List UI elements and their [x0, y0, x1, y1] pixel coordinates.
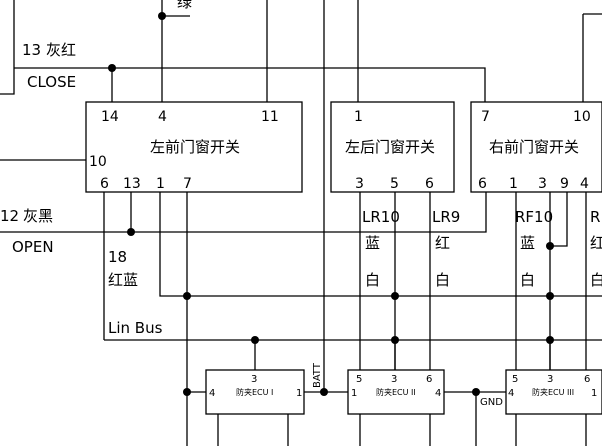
lr-pin-bottom-5: 5	[390, 176, 399, 192]
rf10-color-2: 白	[520, 271, 535, 289]
ecu3-name: 防夹ECU III	[532, 387, 574, 397]
rf-pin-top-7: 7	[481, 109, 490, 125]
junction-dot	[391, 292, 399, 300]
wire-13-signal: CLOSE	[27, 73, 76, 91]
lr-pin-top-1: 1	[354, 109, 363, 125]
junction-dot	[127, 228, 135, 236]
ecu3-pin-top-c: 6	[584, 374, 590, 385]
rf-switch-name: 右前门窗开关	[489, 138, 579, 156]
ecu3-box	[505, 369, 602, 415]
junction-dot	[183, 292, 191, 300]
r-color-1: 红	[590, 234, 602, 252]
ecu2-pin-top-c: 6	[426, 374, 432, 385]
rf10-label: RF10	[515, 208, 553, 226]
wire-12-open	[0, 192, 487, 233]
ecu1-name: 防夹ECU I	[236, 387, 273, 397]
wire-13-close	[14, 67, 486, 102]
lr9-color-1: 红	[435, 234, 450, 252]
lf-pin-bottom-6: 6	[100, 176, 109, 192]
ecu1-pin-right: 1	[296, 388, 302, 399]
ecu2-pin-left: 1	[351, 388, 357, 399]
wire-12-signal: OPEN	[12, 238, 54, 256]
rf-pin-top-10: 10	[573, 109, 591, 125]
wire-13-color: 灰红	[46, 41, 76, 59]
ecu2-box	[347, 369, 445, 415]
lr10-color-1: 蓝	[365, 234, 380, 252]
lf-pin-top-14: 14	[101, 109, 119, 125]
rf-pin-bottom-6: 6	[478, 176, 487, 192]
junction-dot	[108, 64, 116, 72]
lr-pin-bottom-6: 6	[425, 176, 434, 192]
ecu1-pin-left: 4	[209, 388, 215, 399]
junction-dot	[158, 12, 166, 20]
junction-dot	[546, 336, 554, 344]
lf-pin-bottom-13: 13	[123, 176, 141, 192]
lr-pin-bottom-3: 3	[355, 176, 364, 192]
junction-dot	[391, 336, 399, 344]
lf-pin-top-11: 11	[261, 109, 279, 125]
wire-rf-pin9	[550, 192, 568, 247]
gnd-label: GND	[480, 397, 503, 408]
lf-pin-bottom-1: 1	[156, 176, 165, 192]
junction-dot	[546, 242, 554, 250]
wire-12-num: 12	[0, 207, 19, 225]
ecu3-pin-top-a: 5	[512, 374, 518, 385]
wire-12-color: 灰黑	[23, 207, 53, 225]
lf-switch-name: 左前门窗开关	[150, 138, 240, 156]
lr9-color-2: 白	[435, 271, 450, 289]
lin-bus-label: Lin Bus	[108, 319, 163, 337]
wire-13-num: 13	[22, 41, 41, 59]
ecu1-box	[205, 369, 305, 415]
junction-dot	[183, 388, 191, 396]
lf-pin-bottom-7: 7	[183, 176, 192, 192]
junction-dot	[546, 292, 554, 300]
junction-dots	[108, 12, 554, 396]
ecu1-pin-top: 3	[251, 374, 257, 385]
lr10-color-2: 白	[365, 271, 380, 289]
wire-left-bracket	[0, 0, 15, 95]
wire-18-num: 18	[108, 248, 127, 266]
rf-pin-bottom-4: 4	[580, 176, 589, 192]
ecu3-pin-left: 4	[508, 388, 514, 399]
right-front-switch-box	[470, 101, 602, 193]
ecu2-pin-right: 4	[435, 388, 441, 399]
batt-label: BATT	[312, 362, 323, 388]
lf-pin-top-4: 4	[158, 109, 167, 125]
rf-pin-bottom-3: 3	[538, 176, 547, 192]
junction-dot	[251, 336, 259, 344]
lr10-label: LR10	[362, 208, 400, 226]
wire-top-color: 绿	[177, 0, 192, 11]
rf-pin-bottom-1: 1	[509, 176, 518, 192]
wire-lf-pin1	[159, 192, 602, 297]
rf10-color-1: 蓝	[520, 234, 535, 252]
rf-pin-bottom-9: 9	[560, 176, 569, 192]
ecu3-pin-right: 1	[591, 388, 597, 399]
r-color-2: 白	[590, 271, 602, 289]
junction-dot	[472, 388, 480, 396]
wire-18-color: 红蓝	[108, 271, 138, 289]
r-cut-label: R	[590, 208, 600, 226]
lf-pin-side-10: 10	[89, 154, 107, 170]
ecu2-pin-top-a: 5	[356, 374, 362, 385]
left-front-switch-box	[85, 101, 303, 193]
ecu2-pin-top-b: 3	[391, 374, 397, 385]
lr-switch-name: 左后门窗开关	[345, 138, 435, 156]
ecu3-pin-top-b: 3	[547, 374, 553, 385]
junction-dot	[320, 388, 328, 396]
left-rear-switch-box	[330, 101, 455, 193]
lr9-label: LR9	[432, 208, 460, 226]
ecu2-name: 防夹ECU II	[376, 387, 416, 397]
